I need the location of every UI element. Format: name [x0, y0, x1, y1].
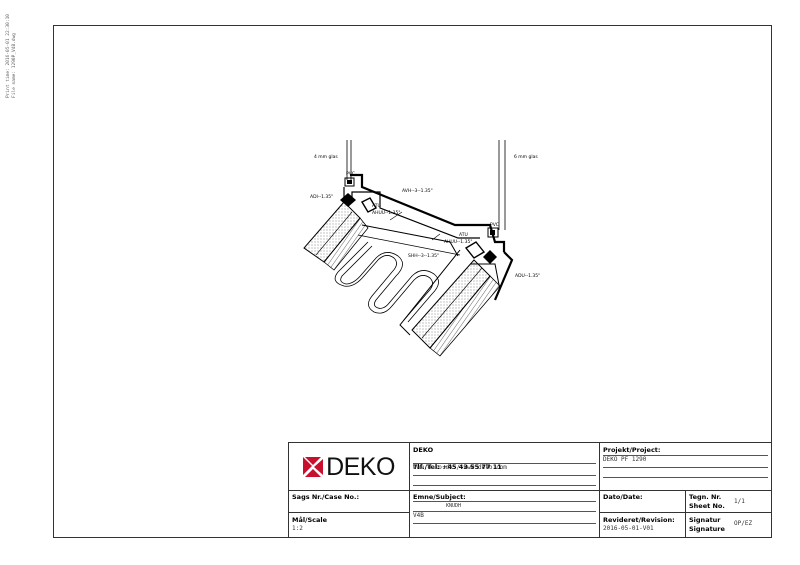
logo-cell: DEKO [289, 443, 410, 491]
rule [603, 455, 768, 456]
rule [413, 485, 596, 486]
revision-label: Revideret/Revision: [603, 516, 675, 524]
signature-value: OP/EZ [734, 520, 753, 527]
label-adu: ADU--1.35" [515, 273, 540, 279]
left-glass [346, 140, 352, 180]
right-panel [399, 249, 501, 357]
subject-value: KNUDH [446, 503, 462, 509]
revision-cell: Revideret/Revision: 2016-05-01-V01 [600, 513, 686, 537]
print-info: Print time: 2016-05-01 22:30:10 File nam… [6, 14, 18, 98]
label-glass-right: 6 mm glas [514, 154, 538, 160]
company-phone-row: Tlf./Tel: +45 43 55 77 11 [413, 454, 502, 473]
label-atu-left: ATU [372, 203, 381, 209]
company-phone: Tlf./Tel: +45 43 55 77 11 [413, 463, 502, 471]
heating-loop-inner [340, 245, 439, 323]
project-cell: Projekt/Project: DEKO PF 1290 [600, 443, 771, 491]
left-gasket [344, 177, 355, 187]
rule [413, 463, 596, 464]
company-name: DEKO [413, 446, 434, 454]
main-profile [340, 173, 514, 301]
signature-label-1: Signatur [689, 516, 721, 524]
project-label: Projekt/Project: [603, 446, 661, 454]
scale-cell: Mål/Scale 1:2 [289, 513, 410, 537]
right-glass [498, 140, 506, 230]
deko-logo-icon [303, 457, 324, 477]
deko-logo: DEKO [289, 443, 409, 490]
file-name: File name: 1290P_V4B.dwg [12, 32, 17, 98]
left-panel [303, 201, 369, 271]
case-label: Sags Nr./Case No.: [292, 493, 360, 501]
scale-label: Mål/Scale [292, 516, 328, 524]
subject-label: Emne/Subject: [413, 493, 466, 501]
left-gasket-core [347, 180, 352, 184]
label-pvc-left: PVC [346, 171, 355, 177]
rule [603, 477, 768, 478]
label-pvc-right: PVC [490, 222, 499, 228]
sheet-value: 1/1 [734, 498, 745, 505]
project-value: DEKO PF 1290 [603, 456, 647, 463]
case-cell: Sags Nr./Case No.: [289, 491, 410, 513]
date-label: Dato/Date: [603, 493, 643, 501]
rule [413, 523, 596, 524]
rule [413, 501, 596, 502]
company-cell: DEKO Tlf./Tel: +45 43 55 77 11 www.deko.… [410, 443, 600, 491]
company-web: www.deko.dk / www.deko.com [413, 464, 507, 471]
rule [603, 467, 768, 468]
sheet-cell: Tegn. Nr. Sheet No. 1/1 [686, 491, 771, 513]
signature-cell: Signatur Signature OP/EZ [686, 513, 771, 537]
title-block: DEKO DEKO Tlf./Tel: +45 43 55 77 11 www.… [288, 442, 772, 538]
label-ahuu-left: AHUU--1.35" [372, 210, 400, 216]
sheet-label-2: Sheet No. [689, 502, 725, 510]
revision-value: 2016-05-01-V01 [603, 525, 654, 532]
sheet-label-1: Tegn. Nr. [689, 493, 722, 501]
rule [413, 475, 596, 476]
technical-drawing: 4 mm glas 6 mm glas PVC PVC ADI--1.35" A… [290, 130, 550, 370]
rule [413, 511, 596, 512]
label-atu-right: ATU [459, 232, 468, 238]
signature-label-2: Signature [689, 525, 725, 533]
deko-logo-text: DEKO [326, 452, 395, 481]
label-avh: AVH--3--1.35" [402, 188, 433, 194]
label-shh: SHH--3--1.35" [408, 253, 439, 259]
profile-section-drawing: 4 mm glas 6 mm glas PVC PVC ADI--1.35" A… [303, 140, 540, 357]
subject-value-2: V4B [413, 512, 424, 519]
subject-cell: Emne/Subject: KNUDH V4B [410, 491, 600, 537]
label-adi: ADI--1.35" [310, 194, 333, 200]
date-cell: Dato/Date: [600, 491, 686, 513]
scale-value: 1:2 [292, 525, 303, 532]
label-glass-left: 4 mm glas [314, 154, 338, 160]
heating-loop [334, 241, 433, 321]
label-ahuu-right: AHUU--1.35" [444, 239, 472, 245]
